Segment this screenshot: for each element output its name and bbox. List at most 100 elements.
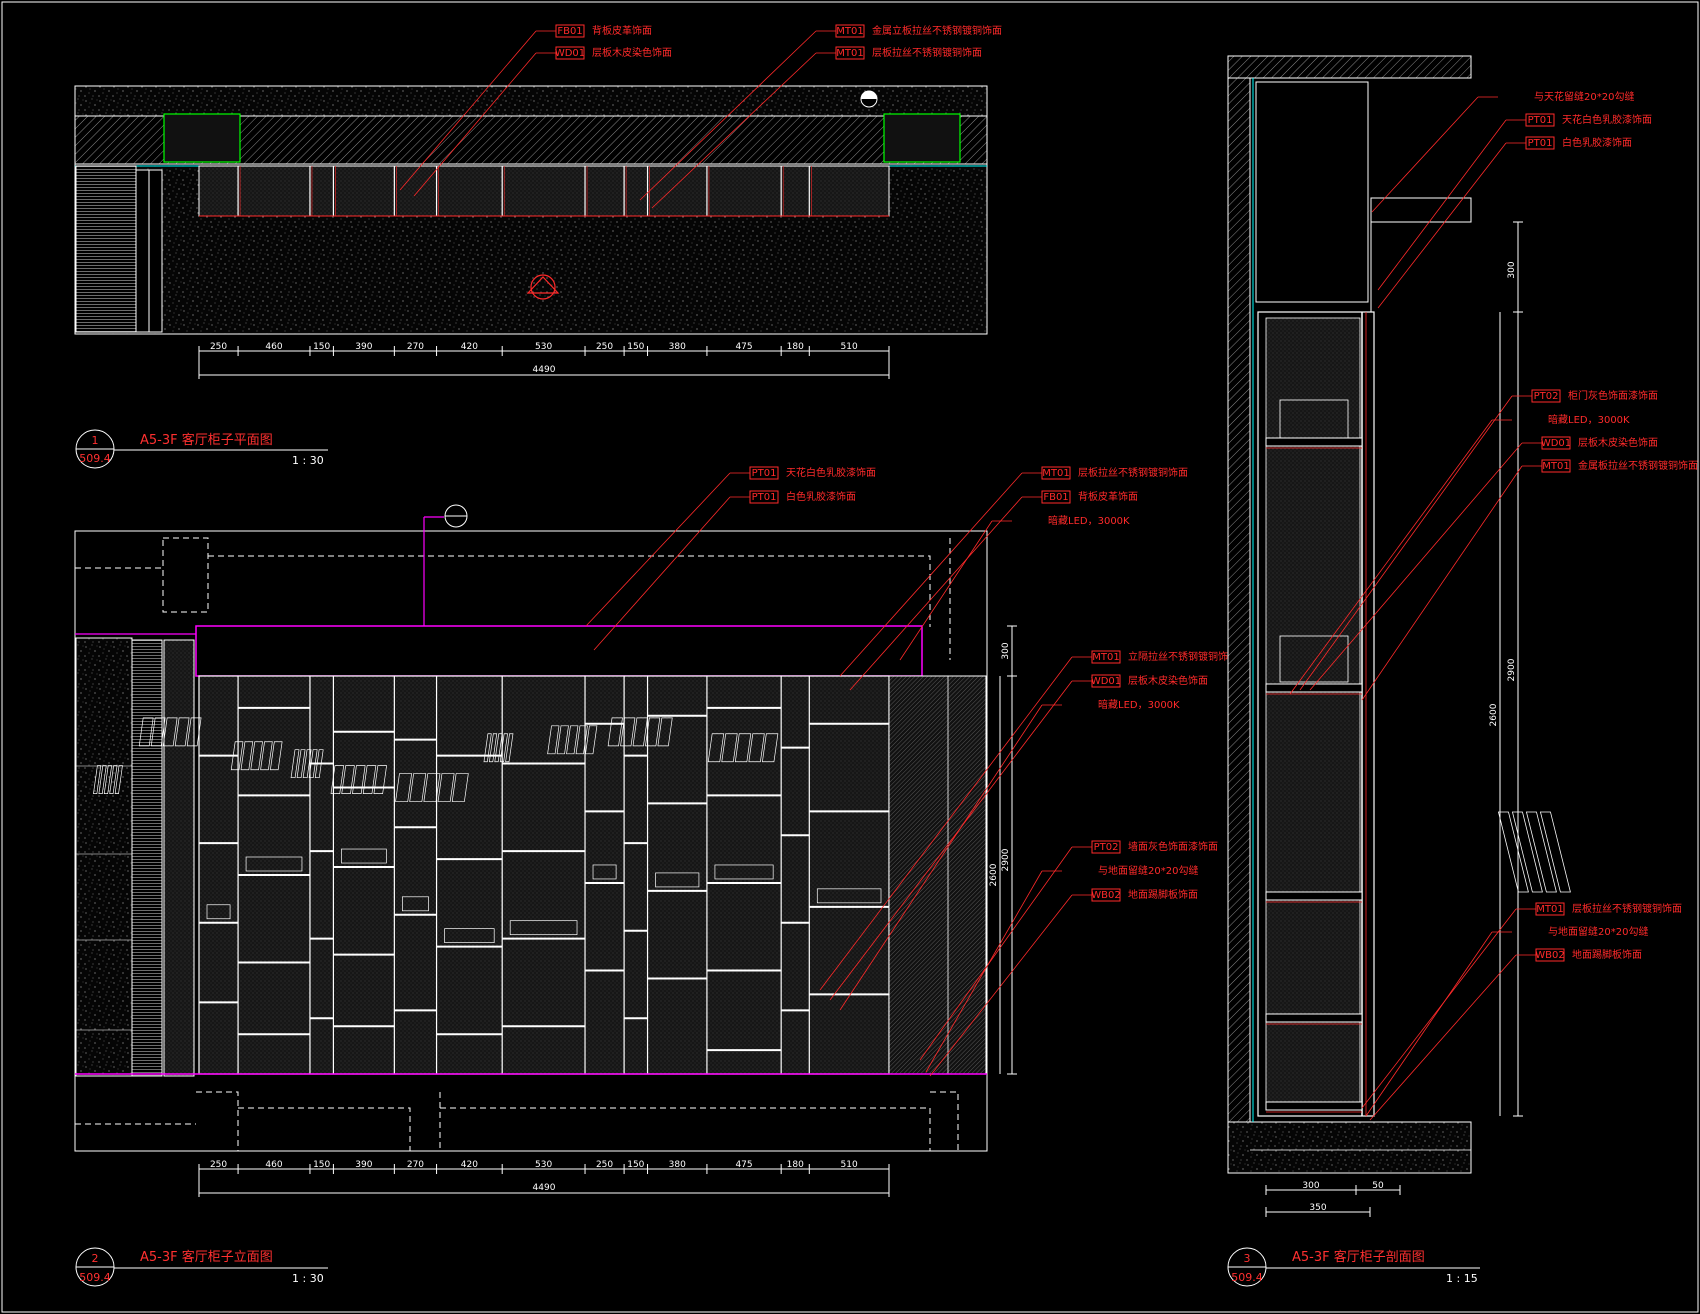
note-leader: [1361, 465, 1523, 701]
elev-book-icon: [186, 717, 202, 747]
sect-shelf: [1265, 1101, 1363, 1111]
elev-book-icon: [409, 773, 427, 802]
dim-label: 250: [596, 1160, 613, 1170]
note-text: 白色乳胶漆饰面: [1562, 136, 1632, 149]
note-leader: [849, 496, 1023, 691]
plan-scale: 1 : 30: [292, 454, 324, 467]
elev-book-icon: [423, 773, 441, 802]
dim-label: 530: [535, 342, 552, 352]
dim-label: 50: [1372, 1181, 1384, 1191]
sect-upper-void: [1255, 81, 1369, 303]
dim-total-label: 4490: [533, 365, 556, 375]
note-leader: [585, 472, 731, 627]
sect-scale: 1 : 15: [1446, 1272, 1478, 1285]
note-leader: [819, 656, 1073, 991]
vdim-label: 300: [1001, 642, 1011, 659]
sect-shelf: [1265, 1013, 1363, 1023]
note-leader: [919, 846, 1073, 1061]
vdim-label: 2900: [1507, 658, 1517, 681]
note-text: 地面踢脚板饰面: [1572, 948, 1642, 961]
sect-book-icon: [1525, 811, 1557, 893]
plan-number: 1: [92, 434, 99, 447]
elev-title: A5-3F 客厅柜子立面图: [140, 1249, 273, 1265]
dim-label: 390: [355, 1160, 372, 1170]
note-text: 背板皮革饰面: [592, 24, 652, 37]
note-leader: [651, 52, 817, 209]
elev-book-icon: [451, 773, 469, 802]
elev-left-stone: [75, 637, 133, 1077]
elev-book-icon: [174, 717, 190, 747]
elev-book-icon: [330, 765, 345, 794]
elev-book-icon: [483, 733, 492, 763]
note-text: 层板拉丝不锈钢镀铜饰面: [1078, 466, 1188, 479]
sect-floor-slab: [1227, 1121, 1472, 1174]
elev-book-icon: [103, 765, 113, 794]
elev-book-icon: [499, 733, 508, 763]
elev-book-icon: [566, 725, 579, 755]
elev-book-icon: [98, 765, 107, 794]
sect-shelves: [1265, 399, 1571, 1113]
elev-book-icon: [645, 717, 661, 747]
note-leader: [1371, 96, 1479, 213]
elev-book-icon: [314, 749, 324, 779]
sect-book-icon: [1511, 811, 1543, 893]
elev-book-icon: [240, 741, 254, 771]
elev-book-icon: [269, 741, 283, 771]
elev-floor-dashed: [75, 1091, 959, 1151]
vdim-label: 2600: [989, 863, 999, 886]
elev-book-icon: [734, 733, 752, 763]
dim-label: 475: [735, 342, 752, 352]
elev-book-icon: [362, 765, 377, 794]
elev-book-icon: [302, 749, 312, 779]
note-tag: PT01: [1528, 115, 1553, 126]
elev-book-icon: [505, 733, 514, 763]
dim-label: 300: [1302, 1181, 1319, 1191]
sect-wall-left: [1227, 55, 1251, 1174]
note-text: 与地面留缝20*20勾缝: [1548, 925, 1648, 938]
note-leader: [829, 680, 1073, 1001]
dim-label: 180: [787, 1160, 804, 1170]
note-text: 天花白色乳胶漆饰面: [786, 466, 876, 479]
dim-label: 460: [265, 342, 282, 352]
elev-ornament-icon: [402, 896, 429, 912]
note-leader: [1299, 395, 1513, 691]
plan-sheet-ref: 509.4: [79, 452, 111, 465]
dim-label: 270: [407, 342, 424, 352]
elev-ornament-icon: [245, 856, 303, 872]
dim-label: 380: [669, 342, 686, 352]
elev-book-icon: [494, 733, 503, 763]
note-leader: [929, 894, 1073, 1077]
elev-book-icon: [114, 765, 123, 794]
plan-dividers: [237, 166, 812, 216]
note-text: 层板拉丝不锈钢镀铜饰面: [872, 46, 982, 59]
note-text: 层板木皮染色饰面: [1128, 674, 1208, 687]
elev-book-icon: [109, 765, 118, 794]
plan-left-screen: [75, 165, 137, 333]
note-text: 金属立板拉丝不锈钢镀铜饰面: [872, 24, 1002, 37]
elev-book-icon: [620, 717, 636, 747]
note-text: 天花白色乳胶漆饰面: [1562, 113, 1652, 126]
note-tag: PT02: [1094, 842, 1119, 853]
elev-book-icon: [308, 749, 318, 779]
sect-book-icon: [1497, 811, 1529, 893]
sect-book-icon: [1539, 811, 1571, 893]
vdim-label: 300: [1507, 261, 1517, 278]
note-leader: [1377, 119, 1507, 291]
elev-book-icon: [556, 725, 569, 755]
elev-book-icon: [575, 725, 588, 755]
elev-cabinet-grid: [93, 676, 889, 1074]
elev-book-icon: [632, 717, 648, 747]
sect-number: 3: [1244, 1252, 1251, 1265]
sect-title: A5-3F 客厅柜子剖面图: [1292, 1249, 1425, 1265]
note-text: 柜门灰色饰面漆饰面: [1568, 389, 1658, 402]
elev-ceiling-dashed: [75, 537, 951, 660]
note-tag: MT01: [1536, 904, 1563, 915]
elev-ornament-icon: [816, 888, 882, 904]
elev-book-icon: [721, 733, 738, 763]
note-leader: [899, 520, 993, 661]
